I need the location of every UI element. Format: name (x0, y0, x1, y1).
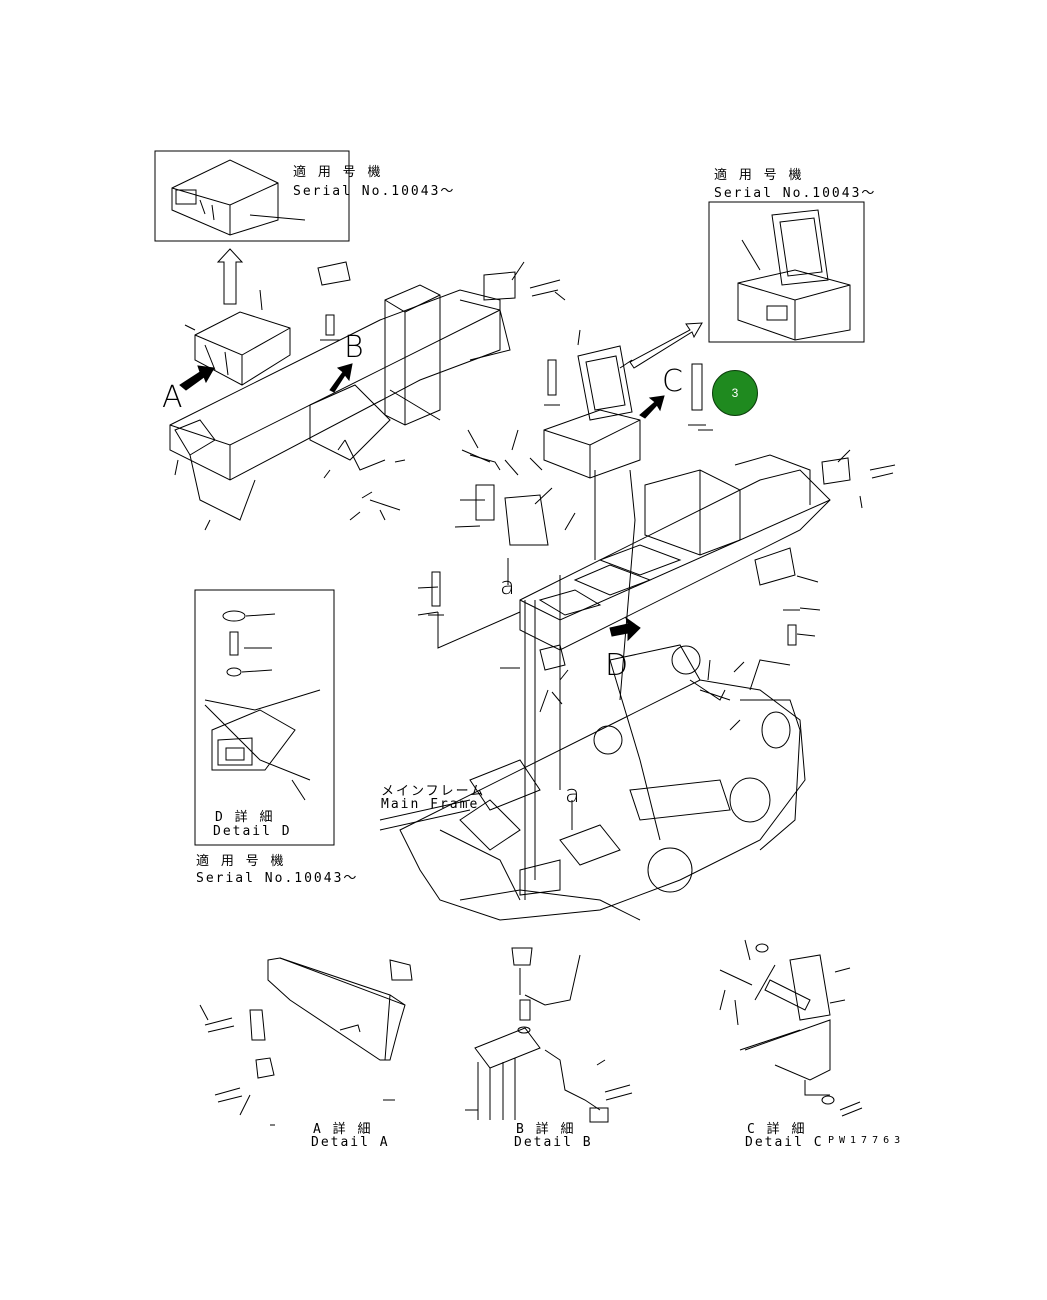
reference-ticks (174, 261, 863, 731)
right-frame-assembly (428, 449, 896, 713)
leader-lines (437, 459, 636, 900)
view-letter-C: C (662, 364, 683, 399)
serial-note-left-en: Serial No.10043～ (196, 871, 359, 886)
view-letter-A: A (162, 380, 183, 415)
view-letter-a-lower: a (565, 780, 580, 808)
detail-A-drawing (199, 957, 413, 1126)
detail-B-drawing (465, 947, 633, 1123)
inset-box-top-right (708, 201, 865, 343)
arrow-A (179, 365, 215, 391)
main-frame (379, 644, 806, 921)
right-arrow (629, 322, 703, 369)
center-box (543, 345, 706, 479)
drawing-code: PW17763 (828, 1135, 906, 1146)
view-letter-D: D (605, 648, 629, 683)
serial-note-top-left-en: Serial No.10043～ (293, 184, 456, 199)
arrow-B (329, 363, 353, 393)
serial-note-top-left-jp: 適 用 号 機 (293, 165, 383, 180)
serial-note-top-right-en: Serial No.10043～ (714, 186, 877, 201)
left-frame-assembly (169, 261, 561, 521)
serial-note-top-right-jp: 適 用 号 機 (714, 168, 804, 183)
arrow-D (609, 616, 641, 642)
detail-D-box (194, 589, 335, 846)
detail-B-title-jp: B 詳 細 (516, 1122, 576, 1137)
detail-D-title-jp: D 詳 細 (215, 810, 275, 825)
view-letter-B: B (344, 330, 364, 365)
serial-note-left-jp: 適 用 号 機 (196, 854, 286, 869)
view-letter-a-upper: a (500, 572, 515, 600)
detail-C-title-en: Detail C (745, 1135, 824, 1150)
detail-B-title-en: Detail B (514, 1135, 593, 1150)
detail-A-title-en: Detail A (311, 1135, 390, 1150)
part-callout-3[interactable]: 3 (712, 370, 758, 416)
up-arrow (216, 248, 244, 305)
detail-C-drawing (719, 939, 863, 1117)
inset-box-top-left (154, 150, 350, 242)
detail-A-title-jp: A 詳 細 (313, 1122, 373, 1137)
detail-C-title-jp: C 詳 細 (747, 1122, 807, 1137)
arrow-C (639, 395, 665, 419)
detail-D-title-en: Detail D (213, 824, 292, 839)
main-frame-label-en: Main Frame (381, 797, 480, 812)
main-frame-label-jp: メインフレーム (381, 784, 486, 799)
